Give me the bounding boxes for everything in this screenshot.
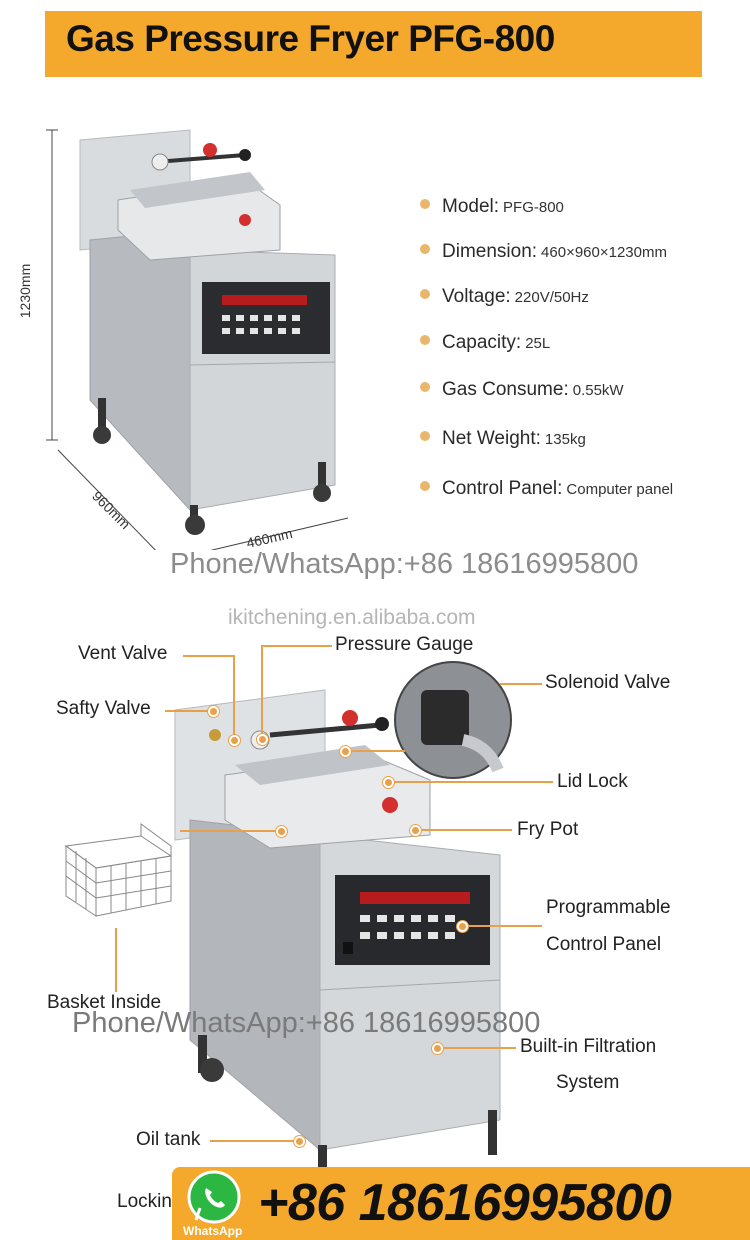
callout-filtration: Built-in Filtration xyxy=(520,1036,657,1057)
leader-line xyxy=(183,655,235,657)
bullet-icon xyxy=(420,431,430,441)
leader-line xyxy=(115,928,117,992)
callout-dot xyxy=(457,921,468,932)
spec-key: Control Panel: xyxy=(442,478,563,499)
callout-oil-tank: Oil tank xyxy=(136,1129,201,1150)
spec-value: 220V/50Hz xyxy=(514,289,589,306)
bullet-icon xyxy=(420,244,430,254)
callout-safety-valve: Safty Valve xyxy=(56,698,151,719)
spec-value: 135kg xyxy=(544,431,586,448)
leader-line xyxy=(438,1047,516,1049)
contact-bar xyxy=(172,1167,750,1240)
fryer-image-bottom xyxy=(174,689,501,1175)
leader-line xyxy=(165,710,210,712)
spec-control-panel: Control Panel: Computer panel xyxy=(420,478,673,504)
callout-programmable: Programmable xyxy=(546,897,671,918)
solenoid-zoom-image xyxy=(394,661,512,779)
callout-locking: Locking xyxy=(117,1191,183,1212)
height-dimension-label: 1230mm xyxy=(17,263,34,319)
spec-net-weight: Net Weight: 135kg xyxy=(420,428,586,454)
spec-value: 0.55kW xyxy=(572,382,624,399)
site-watermark: ikitchening.en.alibaba.com xyxy=(228,606,476,629)
leader-line xyxy=(416,829,512,831)
basket-image xyxy=(64,823,173,917)
callout-lid-lock: Lid Lock xyxy=(557,771,628,792)
spec-value: Computer panel xyxy=(566,481,674,498)
whatsapp-label: WhatsApp xyxy=(183,1224,243,1238)
leader-line xyxy=(180,830,280,832)
callout-dot xyxy=(294,1136,305,1147)
page-title: Gas Pressure Fryer PFG-800 xyxy=(66,18,555,59)
spec-capacity: Capacity: 25L xyxy=(420,332,550,358)
contact-phone-number[interactable]: +86 18616995800 xyxy=(258,1174,672,1232)
callout-dot xyxy=(340,746,351,757)
leader-line xyxy=(500,683,542,685)
phone-watermark-bottom: Phone/WhatsApp:+86 18616995800 xyxy=(72,1007,541,1039)
callout-dot xyxy=(432,1043,443,1054)
callout-pressure-gauge: Pressure Gauge xyxy=(335,634,474,655)
spec-key: Dimension: xyxy=(442,241,538,262)
bullet-icon xyxy=(420,335,430,345)
callout-dot xyxy=(410,825,421,836)
bullet-icon xyxy=(420,481,430,491)
bullet-icon xyxy=(420,199,430,209)
spec-dimension: Dimension: 460×960×1230mm xyxy=(420,241,667,267)
bullet-icon xyxy=(420,382,430,392)
leader-line xyxy=(210,1140,298,1142)
callout-dot xyxy=(257,734,268,745)
leader-line xyxy=(262,645,332,647)
callout-basket-inside: Basket Inside xyxy=(47,992,162,1013)
spec-key: Net Weight: xyxy=(442,428,541,449)
spec-key: Capacity: xyxy=(442,332,522,353)
callout-filtration-system: System xyxy=(556,1072,620,1093)
leader-line xyxy=(388,781,553,783)
spec-voltage: Voltage: 220V/50Hz xyxy=(420,286,589,312)
callout-solenoid-valve: Solenoid Valve xyxy=(545,672,671,693)
fryer-image-top xyxy=(46,129,349,550)
spec-gas-consume: Gas Consume: 0.55kW xyxy=(420,379,624,405)
whatsapp-icon[interactable] xyxy=(186,1170,242,1226)
spec-value: 460×960×1230mm xyxy=(541,244,667,261)
spec-model: Model: PFG-800 xyxy=(420,196,564,222)
bullet-icon xyxy=(420,289,430,299)
spec-key: Voltage: xyxy=(442,286,511,307)
callout-dot xyxy=(383,777,394,788)
spec-value: 25L xyxy=(525,335,551,352)
spec-value: PFG-800 xyxy=(503,199,564,216)
callout-dot xyxy=(276,826,287,837)
callout-dot xyxy=(229,735,240,746)
spec-key: Model: xyxy=(442,196,500,217)
leader-line xyxy=(345,750,405,752)
callout-dot xyxy=(208,706,219,717)
phone-watermark-top: Phone/WhatsApp:+86 18616995800 xyxy=(170,548,639,580)
leader-line xyxy=(233,655,235,739)
leader-line xyxy=(261,645,263,738)
callout-vent-valve: Vent Valve xyxy=(78,643,168,664)
leader-line xyxy=(462,925,542,927)
callout-control-panel: Control Panel xyxy=(546,934,662,955)
spec-key: Gas Consume: xyxy=(442,379,569,400)
title-bar xyxy=(45,11,702,77)
callout-fry-pot: Fry Pot xyxy=(517,819,579,840)
